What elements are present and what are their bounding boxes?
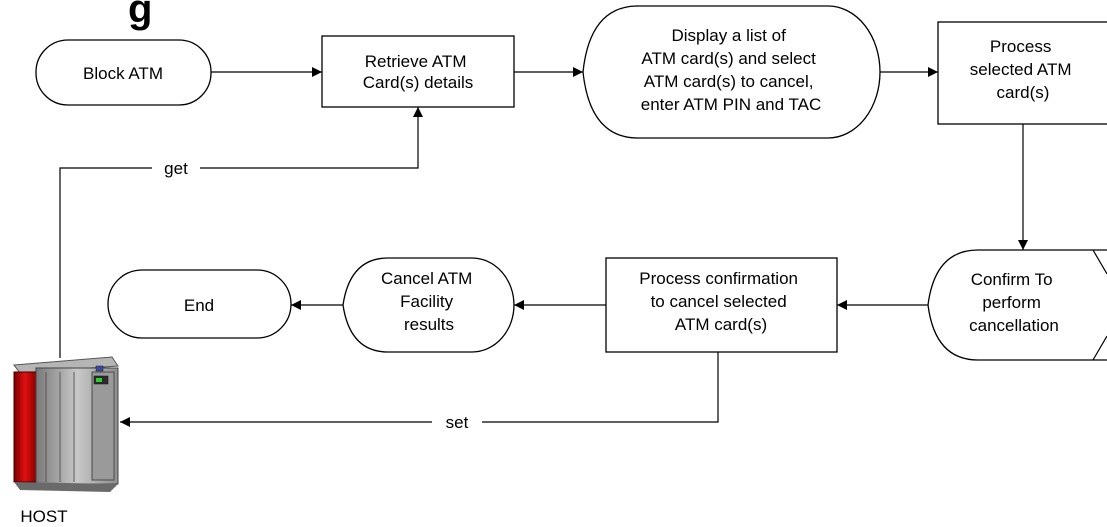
confirm-node-edge-right-top (1092, 249, 1107, 275)
title-fragment: g (128, 0, 152, 31)
host-mainframe-icon (13, 356, 119, 492)
process-selected-node (937, 21, 1107, 125)
end-node (107, 269, 292, 339)
block-atm-node (35, 39, 212, 106)
edge-host-get (59, 107, 423, 358)
process-confirmation-node (605, 257, 838, 353)
cancel-results-label: Cancel ATM Facility results (381, 269, 477, 334)
process-selected-label: Process selected ATM card(s) (970, 37, 1076, 102)
process-confirmation-label: Process confirmation to cancel selected … (639, 269, 802, 334)
get-label: get (164, 159, 188, 178)
get-label-bg (152, 158, 200, 178)
retrieve-node (321, 35, 515, 108)
edge-host-set (120, 352, 719, 427)
retrieve-label: Retrieve ATM Card(s) details (363, 52, 474, 92)
display-label: Display a list of ATM card(s) and select… (641, 26, 821, 114)
host-label: HOST (20, 507, 67, 526)
set-label-bg (432, 412, 482, 432)
confirm-label: Confirm To perform cancellation (969, 270, 1059, 335)
block-atm-label: Block ATM (83, 64, 163, 83)
confirm-node (927, 249, 1107, 361)
cancel-results-node (342, 257, 515, 353)
display-node (582, 5, 881, 139)
end-label: End (184, 296, 214, 315)
confirm-node-edge-right-bottom (1092, 335, 1107, 361)
set-label: set (446, 413, 469, 432)
